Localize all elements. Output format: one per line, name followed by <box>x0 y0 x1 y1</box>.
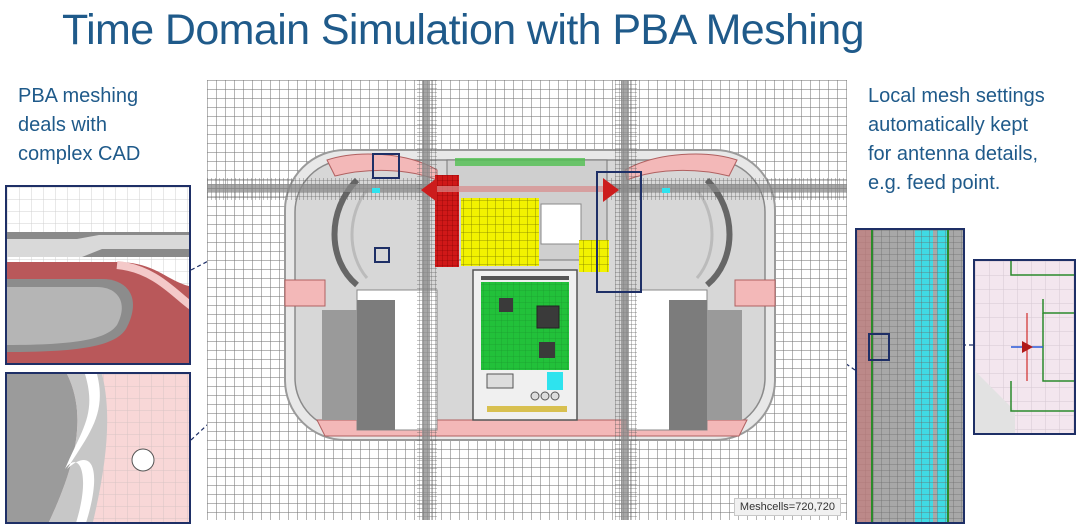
feed-port-arrow-icon <box>1022 341 1033 353</box>
right-caption-line: Local mesh settings <box>868 85 1045 107</box>
right-caption-line: e.g. feed point. <box>868 172 1001 194</box>
left-caption-line: complex CAD <box>18 143 141 165</box>
device-model <box>207 80 847 520</box>
cad-detail-drawing-2 <box>7 374 189 522</box>
right-caption-line: automatically kept <box>868 114 1029 136</box>
zoom-panel-feed-point <box>973 259 1076 435</box>
meshcell-count-label: Meshcells=720,720 <box>733 498 841 516</box>
feed-point-drawing <box>975 261 1074 433</box>
left-caption-line: PBA meshing <box>18 85 139 107</box>
right-caption: Local mesh settings automatically kept f… <box>868 82 1078 198</box>
left-caption-line: deals with <box>18 114 107 136</box>
slide-title: Time Domain Simulation with PBA Meshing <box>62 6 865 54</box>
port-arrow-left-icon <box>421 178 437 202</box>
cad-detail-drawing <box>7 187 189 363</box>
zoom-panel-antenna-mesh <box>855 228 965 524</box>
antenna-mesh-drawing <box>857 230 963 522</box>
mesh-viewport[interactable]: Meshcells=720,720 <box>207 80 847 520</box>
left-caption: PBA meshing deals with complex CAD <box>18 82 198 169</box>
zoom-panel-cad-detail-2 <box>5 372 191 524</box>
port-arrow-right-icon <box>603 178 619 202</box>
right-caption-line: for antenna details, <box>868 143 1039 165</box>
zoom-panel-cad-detail <box>5 185 191 365</box>
